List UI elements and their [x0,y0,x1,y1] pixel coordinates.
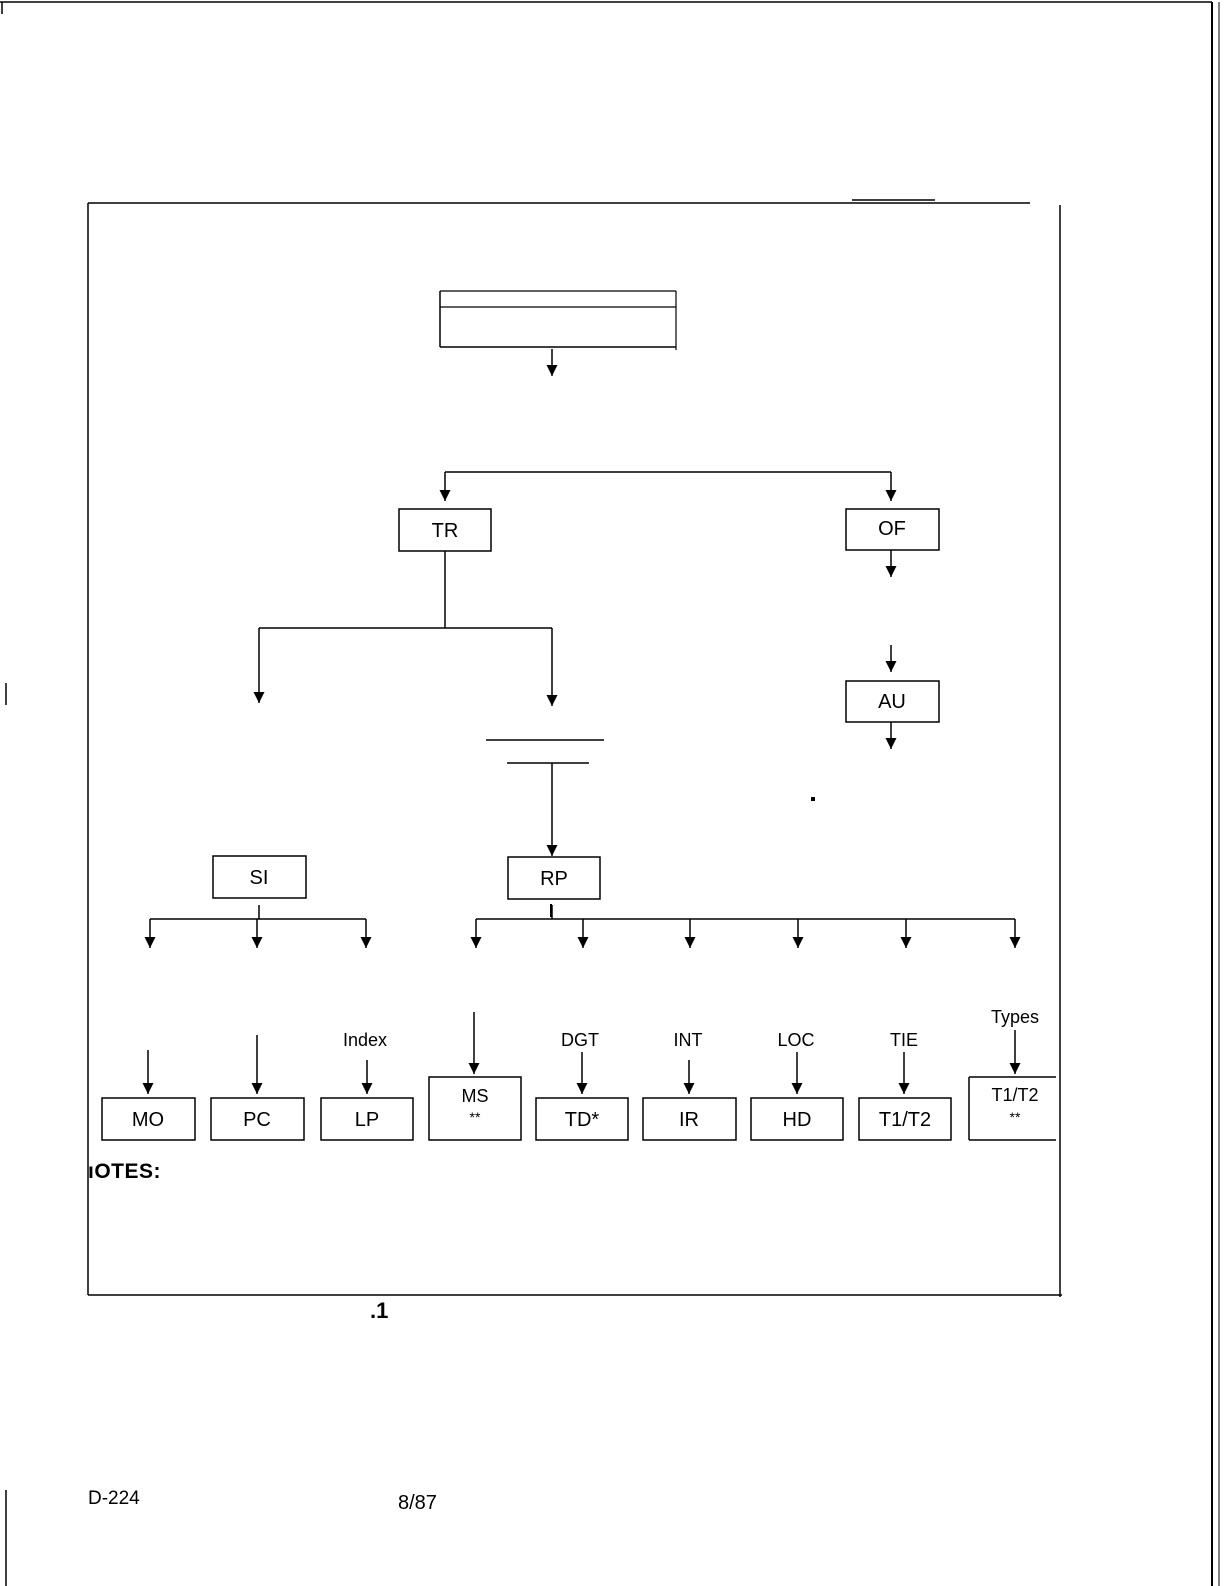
box-si: SI [212,855,307,899]
box-ms: MS ** [428,1076,522,1141]
label-int: INT [674,1030,703,1050]
box-rp: RP [507,856,601,900]
box-hd-label: HD [783,1109,812,1131]
box-ms-note: ** [470,1109,481,1125]
label-types: Types [991,1007,1039,1027]
box-lp-label: LP [355,1109,379,1131]
box-of-label: OF [878,518,906,540]
box-ms-label: MS [462,1086,489,1106]
box-lp: LP [320,1097,414,1141]
box-si-label: SI [250,867,269,889]
top-box [439,290,677,350]
box-ir: IR [642,1097,737,1141]
figure-reference: .1 [370,1298,389,1323]
box-rp-label: RP [540,868,568,890]
box-t1t2-tie: T1/T2 [858,1097,952,1141]
box-hd: HD [750,1097,844,1141]
connectors [142,349,1021,1094]
box-t1t2-tie-label: T1/T2 [879,1109,931,1131]
label-index: Index [343,1030,387,1050]
figure-frame [87,199,1062,1297]
leaf-captions: Index DGT INT LOC TIE Types [343,1007,1039,1050]
box-mo: MO [101,1097,196,1141]
scan-specks [550,797,815,917]
box-of: OF [845,508,940,551]
box-td: TD* [535,1097,629,1141]
box-au: AU [845,680,940,723]
box-t1t2-types-note: ** [1010,1109,1021,1125]
page-code: D-224 [88,1488,140,1509]
notes-heading: ıOTES: [88,1160,162,1183]
box-tr: TR [398,508,492,552]
label-dgt: DGT [561,1030,599,1050]
box-td-label: TD* [565,1109,600,1131]
box-tr-label: TR [432,520,459,542]
box-t1t2-types-label: T1/T2 [991,1085,1038,1105]
label-loc: LOC [777,1030,814,1050]
box-pc-label: PC [243,1109,271,1131]
box-au-label: AU [878,691,906,713]
box-mo-label: MO [132,1109,164,1131]
box-pc: PC [210,1097,305,1141]
box-ir-label: IR [679,1109,699,1131]
label-tie: TIE [890,1030,918,1050]
page-date: 8/87 [398,1492,437,1514]
box-t1t2-types: T1/T2 ** [968,1076,1056,1141]
